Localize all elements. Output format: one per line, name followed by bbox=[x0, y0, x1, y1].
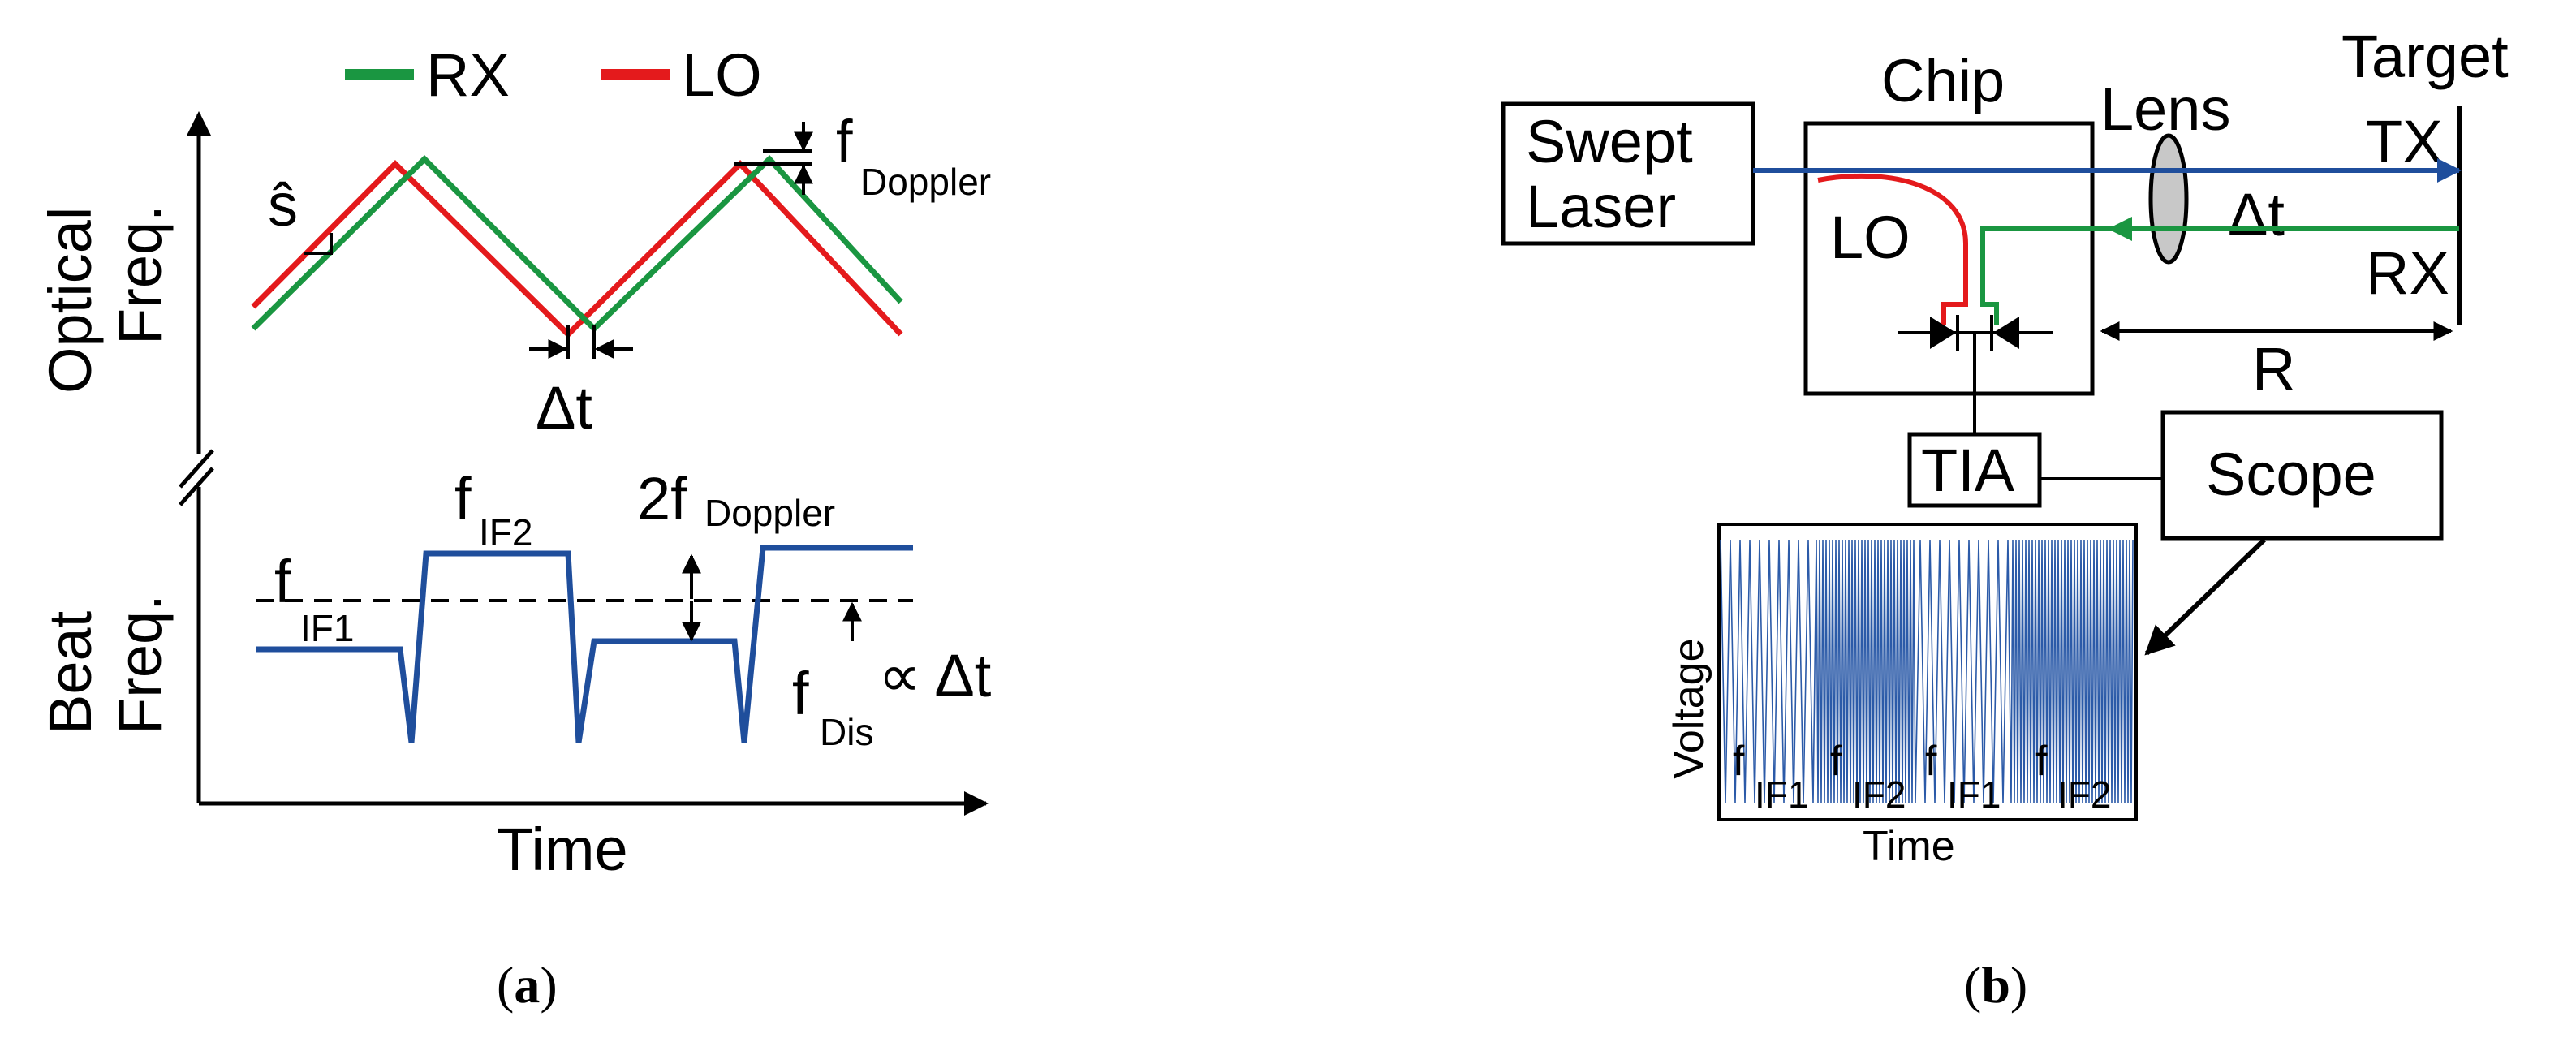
rx-label: RX bbox=[2366, 239, 2449, 307]
two-f-doppler-label: 2f bbox=[637, 465, 687, 532]
inset-label-2-sub: IF2 bbox=[1852, 773, 1906, 816]
scope-label: Scope bbox=[2206, 441, 2376, 508]
y-label-beat: Beat bbox=[37, 610, 104, 734]
inset-y-label: Voltage bbox=[1665, 639, 1712, 780]
f-doppler-subscript: Doppler bbox=[860, 161, 991, 203]
axis-break-mark-1 bbox=[179, 449, 214, 489]
inset-label-4: f bbox=[2035, 738, 2048, 785]
lo-waveguide bbox=[1817, 173, 1968, 325]
lens bbox=[2148, 133, 2189, 265]
delta-t-label: Δt bbox=[536, 374, 592, 441]
f-dis-proportional: ∝ Δt bbox=[878, 642, 992, 709]
f-doppler-label: f bbox=[836, 108, 853, 175]
f-dis-subscript: Dis bbox=[820, 711, 873, 753]
axis-break-mark-2 bbox=[179, 467, 214, 506]
swept-laser-box bbox=[1501, 101, 1755, 246]
f-if2-subscript: IF2 bbox=[479, 511, 532, 553]
two-f-doppler-subscript: Doppler bbox=[704, 492, 835, 534]
inset-label-1-sub: IF1 bbox=[1755, 773, 1808, 816]
range-label: R bbox=[2252, 335, 2295, 403]
photodiode-right bbox=[1993, 317, 2019, 349]
chip-box bbox=[1803, 121, 2095, 396]
tx-label: TX bbox=[2366, 108, 2443, 175]
slope-marker bbox=[304, 233, 333, 255]
x-label-time: Time bbox=[497, 816, 628, 883]
lo-label: LO bbox=[1830, 204, 1910, 271]
f-if1-subscript: IF1 bbox=[300, 607, 354, 649]
inset-x-label: Time bbox=[1863, 823, 1955, 870]
panel-b: Swept Laser Chip Lens Target TX RX Δt LO… bbox=[1501, 23, 2509, 1014]
inset-label-3: f bbox=[1925, 738, 1937, 785]
y-label-optical: Optical bbox=[37, 207, 104, 394]
swept-laser-label-2: Laser bbox=[1526, 173, 1676, 240]
f-dis-label: f bbox=[792, 660, 809, 727]
slope-symbol: ŝ bbox=[268, 171, 298, 239]
caption-a: (a) bbox=[497, 956, 558, 1014]
inset-label-4-sub: IF2 bbox=[2057, 773, 2111, 816]
swept-laser-label-1: Swept bbox=[1526, 108, 1693, 175]
inset-label-2: f bbox=[1830, 738, 1842, 785]
inset-label-1: f bbox=[1733, 738, 1745, 785]
photodiode-left bbox=[1930, 317, 1956, 349]
scope-box bbox=[2160, 410, 2444, 541]
tia-label: TIA bbox=[1921, 437, 2015, 504]
f-if1-label: f bbox=[274, 548, 291, 615]
inset-label-3-sub: IF1 bbox=[1947, 773, 2001, 816]
tia-box bbox=[1907, 432, 2042, 508]
lens-label: Lens bbox=[2100, 75, 2230, 143]
chip-label: Chip bbox=[1881, 47, 2005, 114]
inset-signal-trace bbox=[1720, 539, 2134, 804]
y-label-optical-freq: Freq. bbox=[106, 205, 174, 345]
inset-voltage-signal bbox=[1720, 539, 2134, 804]
delta-t-label-b: Δt bbox=[2228, 181, 2285, 248]
scope-to-inset-arrow bbox=[2144, 537, 2267, 656]
beat-frequency-line bbox=[256, 545, 913, 743]
f-if2-label: f bbox=[454, 465, 472, 532]
caption-b: (b) bbox=[1964, 956, 2027, 1014]
rx-waveguide bbox=[1980, 226, 2110, 325]
legend-rx-label: RX bbox=[426, 41, 510, 109]
target-label: Target bbox=[2341, 23, 2509, 90]
panel-a: RX LO Optical Freq. Beat Freq. Time ŝ Δt… bbox=[37, 41, 992, 1014]
legend-lo-label: LO bbox=[682, 41, 762, 109]
y-label-beat-freq: Freq. bbox=[106, 594, 174, 734]
